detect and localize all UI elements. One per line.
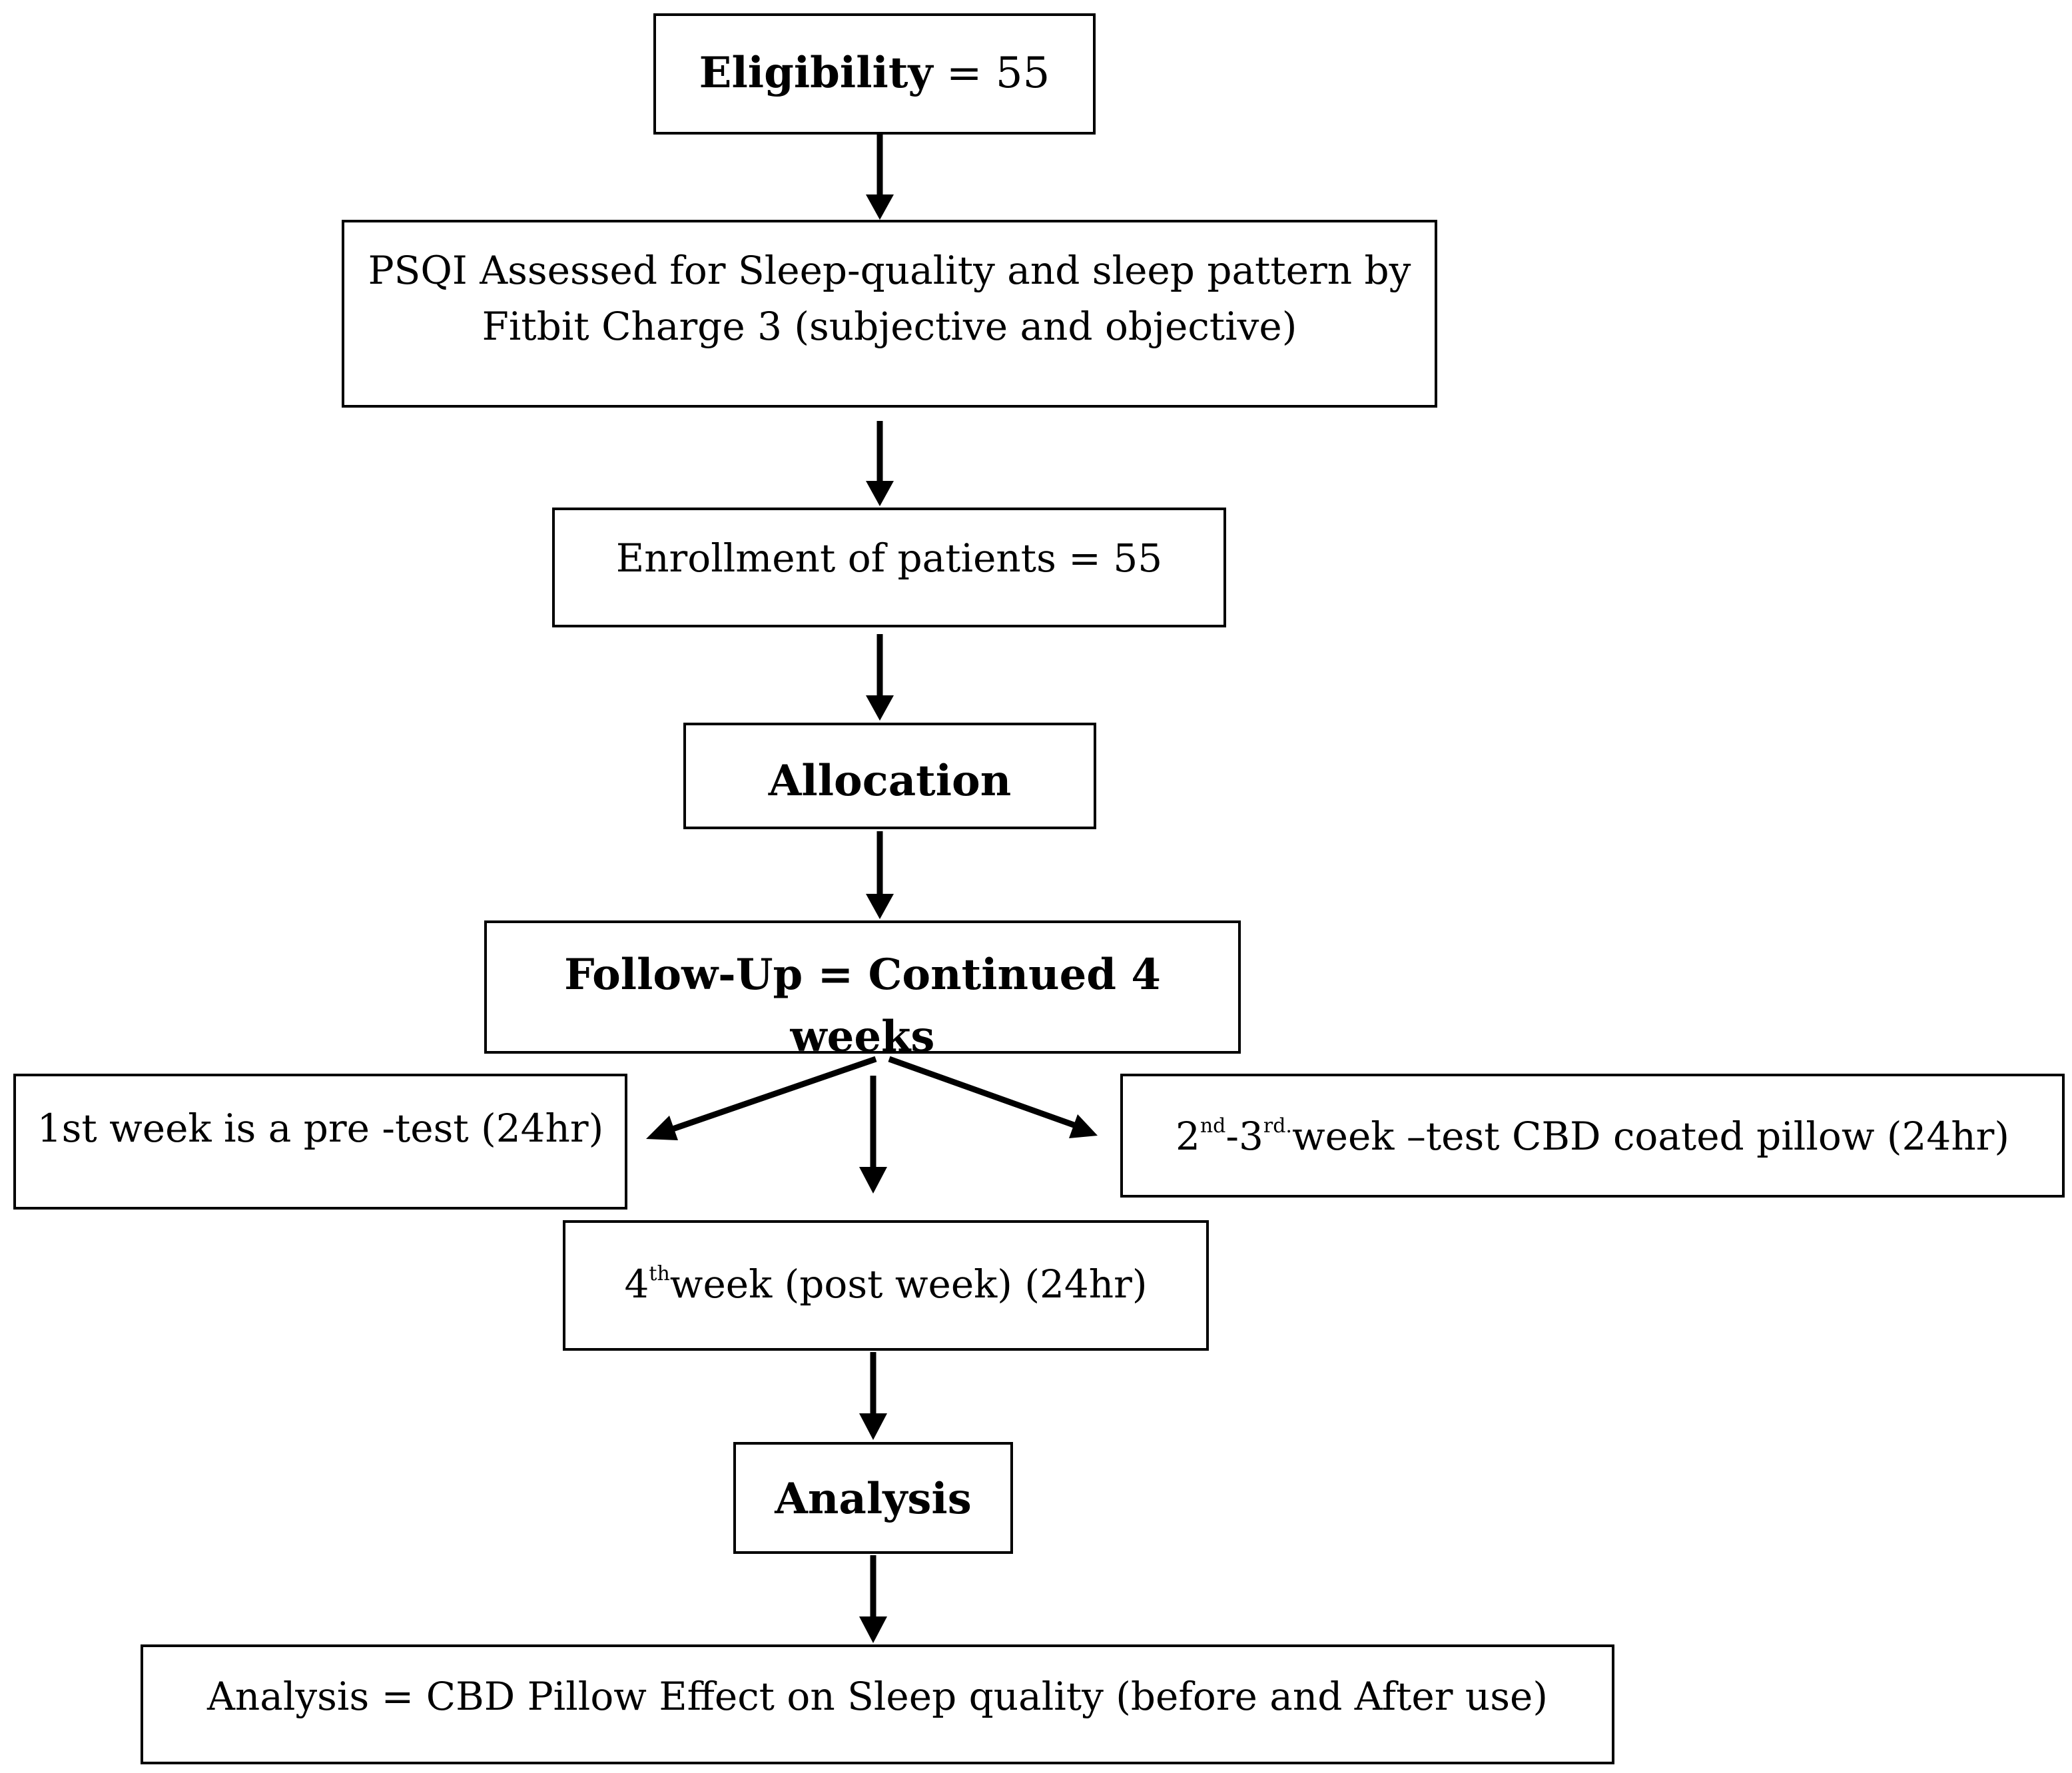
arrow-enrollment-to-allocation bbox=[866, 634, 894, 721]
week4-rest: week (post week) (24hr) bbox=[669, 1261, 1148, 1307]
allocation-box: Allocation bbox=[683, 723, 1096, 829]
eligibility-label: Eligibility = 55 bbox=[699, 43, 1050, 105]
final-analysis-box: Analysis = CBD Pillow Effect on Sleep qu… bbox=[141, 1644, 1614, 1764]
week23-num1: 2 bbox=[1175, 1114, 1200, 1159]
arrow-followup-to-week4 bbox=[859, 1076, 887, 1194]
week23-sup1: nd bbox=[1200, 1114, 1226, 1138]
followup-label: Follow-Up = Continued 4 weeks bbox=[564, 950, 1161, 1062]
analysis-label: Analysis bbox=[775, 1474, 972, 1524]
final-analysis-label: Analysis = CBD Pillow Effect on Sleep qu… bbox=[207, 1674, 1548, 1719]
week23-sup2: rd. bbox=[1263, 1114, 1292, 1138]
eligibility-box: Eligibility = 55 bbox=[653, 13, 1096, 135]
enrollment-label: Enrollment of patients = 55 bbox=[615, 535, 1163, 581]
arrow-allocation-to-followup bbox=[866, 831, 894, 919]
week23-rest: week –test CBD coated pillow (24hr) bbox=[1291, 1114, 2010, 1159]
arrow-week4-to-analysis bbox=[859, 1352, 887, 1440]
allocation-label: Allocation bbox=[768, 756, 1012, 806]
week1-label: 1st week is a pre -test (24hr) bbox=[37, 1106, 604, 1151]
arrow-analysis-to-final bbox=[859, 1555, 887, 1643]
week23-test-box: 2nd-3rd.week –test CBD coated pillow (24… bbox=[1120, 1074, 2065, 1198]
week4-num: 4 bbox=[624, 1261, 649, 1307]
followup-box: Follow-Up = Continued 4 weeks bbox=[484, 920, 1241, 1062]
eligibility-label-count: = 55 bbox=[932, 49, 1050, 98]
week23-dash: -3 bbox=[1225, 1114, 1263, 1159]
arrow-psqi-to-enrollment bbox=[866, 421, 894, 506]
arrow-followup-to-week1 bbox=[646, 1056, 877, 1140]
psqi-line-2: Fitbit Charge 3 (subjective and objectiv… bbox=[482, 304, 1297, 350]
week1-pretest-box: 1st week is a pre -test (24hr) bbox=[13, 1074, 627, 1210]
week23-label: 2nd-3rd.week –test CBD coated pillow (24… bbox=[1176, 1108, 2009, 1164]
week4-post-box: 4thweek (post week) (24hr) bbox=[563, 1220, 1209, 1351]
psqi-assessment-box: PSQI Assessed for Sleep-quality and slee… bbox=[342, 220, 1437, 408]
analysis-box: Analysis bbox=[733, 1442, 1013, 1554]
arrow-eligibility-to-psqi bbox=[866, 135, 894, 220]
psqi-assessment-text: PSQI Assessed for Sleep-quality and slee… bbox=[368, 242, 1411, 354]
psqi-line-1: PSQI Assessed for Sleep-quality and slee… bbox=[368, 248, 1411, 293]
arrow-followup-to-week23 bbox=[888, 1056, 1098, 1138]
enrollment-box: Enrollment of patients = 55 bbox=[552, 508, 1226, 627]
week4-label: 4thweek (post week) (24hr) bbox=[625, 1256, 1148, 1312]
week4-sup: th bbox=[649, 1261, 670, 1285]
eligibility-label-bold: Eligibility bbox=[699, 48, 933, 98]
